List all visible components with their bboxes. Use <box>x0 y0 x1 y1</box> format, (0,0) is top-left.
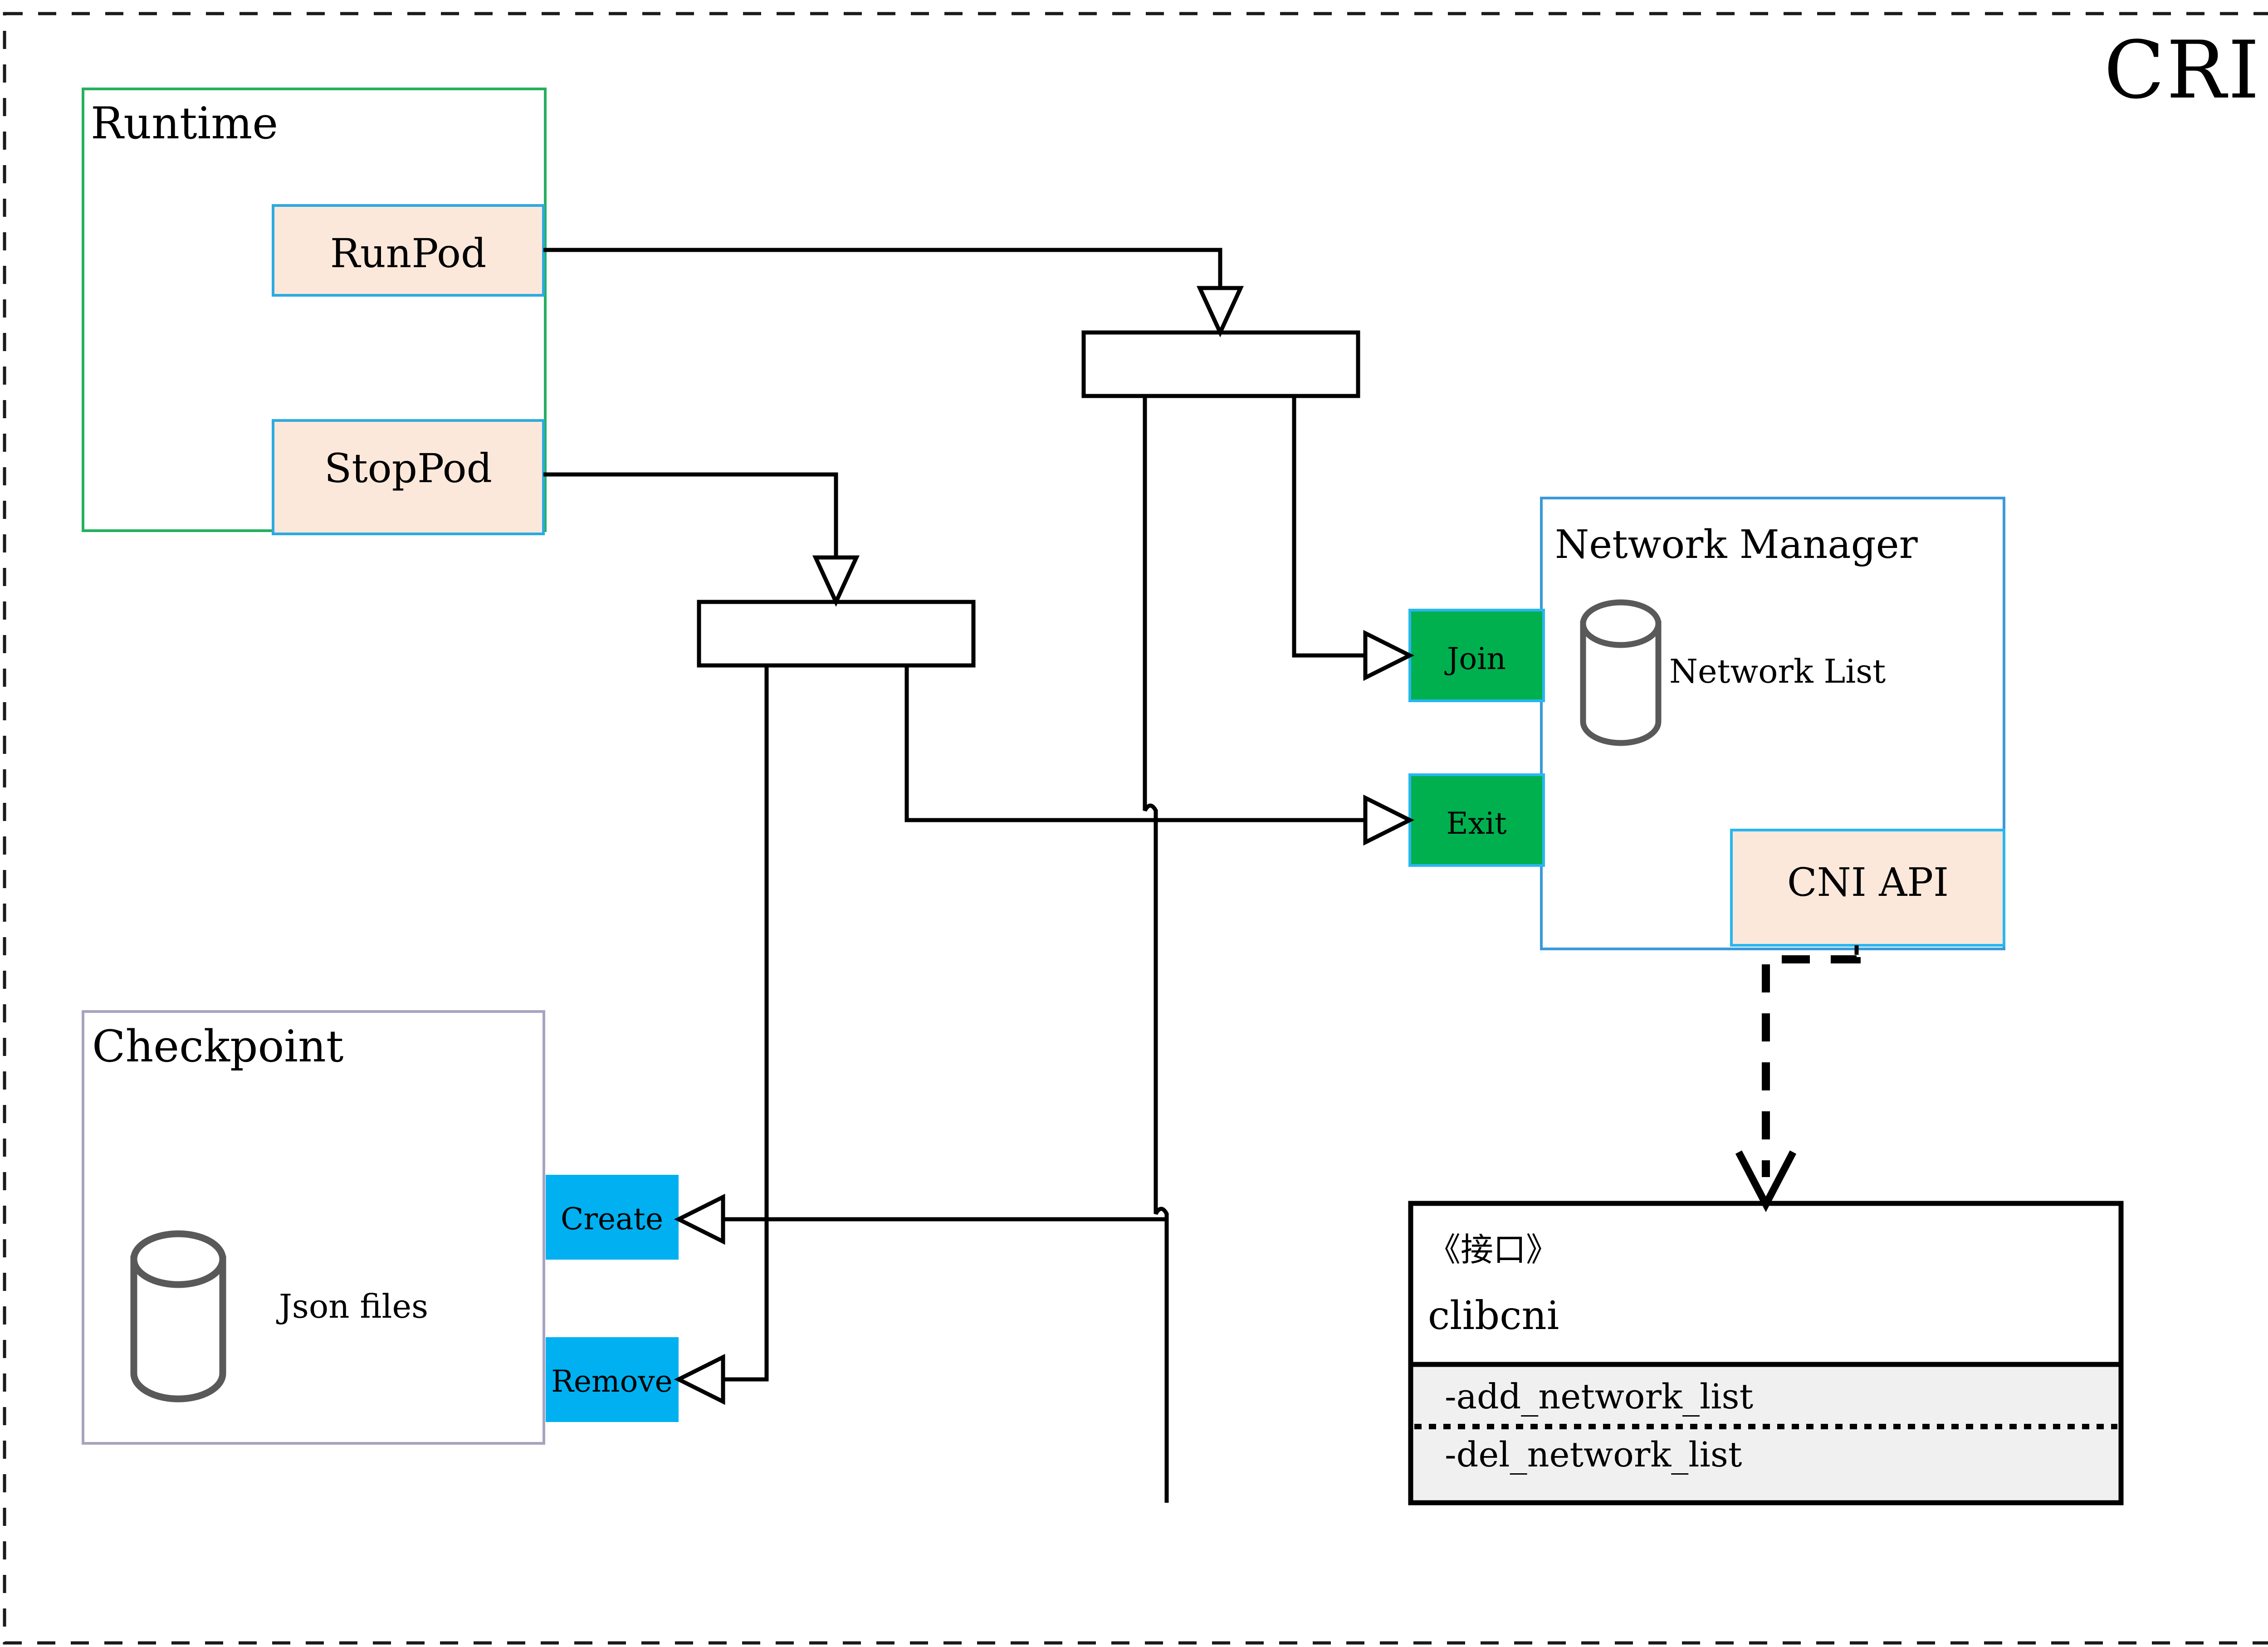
json-files-cylinder-icon <box>130 1230 226 1403</box>
arrowhead-into-exit <box>1363 794 1415 846</box>
edge-barA-left-leg <box>1143 396 1169 1503</box>
join-port-label: Join <box>1444 641 1506 676</box>
stoppod-label: StopPod <box>324 445 492 492</box>
arrowhead-into-join <box>1363 630 1415 681</box>
diagram-title: CRI <box>2104 24 2261 117</box>
json-files-label: Json files <box>276 1287 428 1325</box>
exit-port-label: Exit <box>1446 806 1506 841</box>
create-port-box[interactable] <box>546 1175 679 1260</box>
checkpoint-group-label: Checkpoint <box>92 1021 343 1072</box>
stoppod-box[interactable] <box>272 419 545 535</box>
create-port-label: Create <box>561 1202 663 1236</box>
edge-barA-right-to-join <box>1292 396 1383 658</box>
clibcni-method-del: -del_network_list <box>1445 1434 1742 1475</box>
edge-runpod-to-barA <box>543 248 1222 297</box>
arrowhead-into-create <box>674 1193 725 1245</box>
edge-stoppod-to-barB <box>543 472 838 567</box>
edge-cniapi-to-clibcni-dashed-body <box>1762 955 1861 1177</box>
arrowhead-into-remove <box>674 1354 725 1405</box>
arrowhead-realization-into-clibcni <box>1735 1150 1797 1212</box>
runpod-box[interactable] <box>272 204 545 297</box>
cni-api-box[interactable] <box>1730 829 2005 947</box>
clibcni-name: clibcni <box>1428 1293 1559 1339</box>
exit-port-box[interactable] <box>1408 773 1545 867</box>
remove-port-label: Remove <box>551 1364 672 1399</box>
network-list-label: Network List <box>1669 652 1886 690</box>
clibcni-stereotype: 《接口》 <box>1428 1231 1559 1269</box>
arrowhead-into-barA <box>1196 286 1244 337</box>
arrowhead-into-barB <box>812 555 860 607</box>
network-list-cylinder-icon <box>1580 599 1662 746</box>
clibcni-method-add: -add_network_list <box>1445 1376 1753 1417</box>
clibcni-methods-compartment <box>1408 1362 2124 1505</box>
edge-barB-left-to-remove <box>680 665 769 1382</box>
outer-dashed-frame <box>3 12 2268 1645</box>
connector-bar-runpod <box>1081 330 1360 398</box>
runpod-label: RunPod <box>330 230 487 277</box>
remove-port-box[interactable] <box>546 1337 679 1422</box>
cni-api-label: CNI API <box>1787 860 1949 905</box>
runtime-group-label: Runtime <box>91 98 278 149</box>
edge-barB-right-to-exit <box>904 665 1383 822</box>
join-port-box[interactable] <box>1408 609 1545 702</box>
connector-bar-stoppod <box>697 600 976 668</box>
network-manager-label: Network Manager <box>1555 522 1918 567</box>
